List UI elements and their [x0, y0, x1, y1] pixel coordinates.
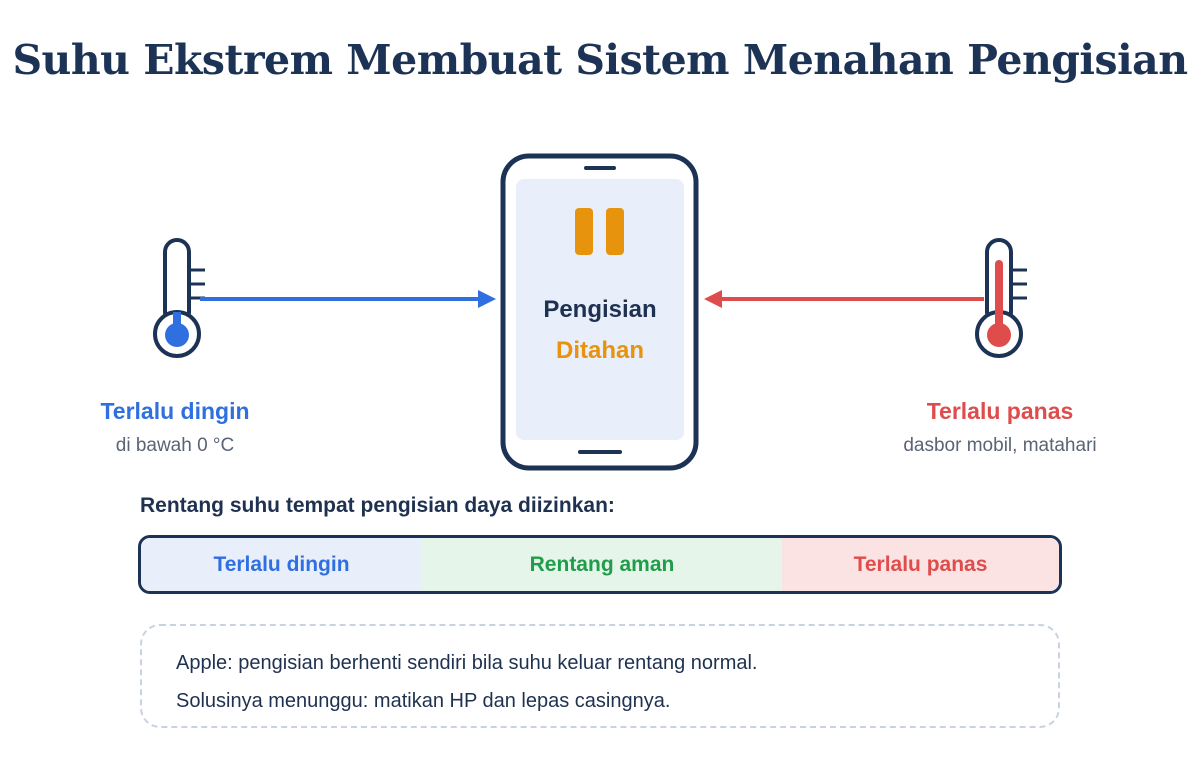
range-segment-cold: Terlalu dingin — [141, 538, 422, 591]
phone-status-line1: Pengisian — [543, 296, 657, 323]
temperature-range-bar: Terlalu dingin Rentang aman Terlalu pana… — [138, 535, 1062, 594]
hot-arrow — [704, 290, 984, 308]
note-box — [140, 624, 1060, 728]
hot-label: Terlalu panas — [926, 398, 1074, 424]
cold-sublabel: di bawah 0 °C — [115, 435, 235, 456]
thermometer-hot-icon — [975, 238, 1027, 358]
diagram — [153, 153, 1027, 471]
cold-label: Terlalu dingin — [100, 398, 250, 424]
page-title: Suhu Ekstrem Membuat Sistem Menahan Peng… — [12, 36, 1188, 84]
note-line-2: Solusinya menunggu: matikan HP dan lepas… — [176, 690, 671, 712]
pause-icon — [575, 208, 624, 255]
thermometer-cold-icon — [153, 238, 205, 358]
range-segment-safe: Rentang aman — [422, 538, 782, 591]
phone-icon — [500, 153, 699, 471]
range-segment-hot: Terlalu panas — [782, 538, 1059, 591]
range-label: Rentang suhu tempat pengisian daya diizi… — [140, 494, 615, 517]
cold-arrow — [200, 290, 496, 308]
hot-sublabel: dasbor mobil, matahari — [903, 435, 1097, 456]
phone-status-line2: Ditahan — [555, 337, 644, 364]
note-line-1: Apple: pengisian berhenti sendiri bila s… — [176, 652, 758, 674]
